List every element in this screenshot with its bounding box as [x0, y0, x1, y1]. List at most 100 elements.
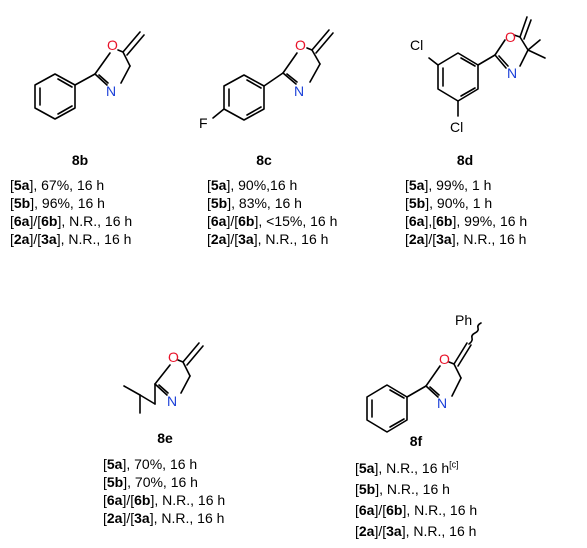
bracket-open: [ [405, 195, 409, 211]
catalyst-id: 3a [386, 523, 402, 539]
catalyst-id: 5b [13, 195, 31, 211]
separator: / [33, 213, 38, 229]
bracket-open: [ [10, 231, 14, 247]
catalyst-id: 3a [41, 231, 57, 247]
result-text: , 70%, 16 h [126, 456, 198, 472]
bracket-open: [ [432, 231, 437, 247]
bracket-close: ] [226, 177, 231, 193]
nitrogen-atom: N [507, 65, 517, 81]
bracket-open: [ [37, 231, 42, 247]
condition-line: [2a]/[3a], N.R., 16 h [103, 509, 225, 527]
result-text: , <15%, 16 h [258, 213, 338, 229]
bracket-open: [ [355, 523, 359, 539]
result-text: , N.R., 16 h [60, 231, 132, 247]
separator: / [33, 231, 38, 247]
bracket-open: [ [382, 502, 387, 518]
bracket-close: ] [57, 213, 62, 229]
nitrogen-atom: N [106, 83, 116, 99]
catalyst-id: 6a [106, 492, 123, 508]
bracket-open: [ [405, 231, 409, 247]
catalyst-id: 3a [134, 510, 150, 526]
catalyst-id: 5b [358, 481, 376, 497]
catalyst-id: 5a [106, 456, 123, 472]
bracket-close: ] [401, 523, 406, 539]
bracket-open: [ [130, 492, 135, 508]
oxygen-atom: O [107, 37, 118, 53]
separator: / [126, 492, 131, 508]
separator: / [428, 231, 433, 247]
bracket-open: [ [130, 510, 135, 526]
catalyst-id: 5a [408, 177, 425, 193]
bracket-open: [ [103, 510, 107, 526]
catalyst-id: 6a [408, 213, 425, 229]
compound-label-8b: 8b [71, 152, 89, 168]
condition-line: [5b], 83%, 16 h [207, 194, 337, 212]
oxygen-atom: O [295, 37, 306, 53]
separator: , [428, 213, 433, 229]
result-text: , N.R., 16 h [154, 492, 226, 508]
bracket-close: ] [374, 523, 379, 539]
phenyl-label: Ph [455, 312, 472, 328]
condition-line: [2a]/[3a], N.R., 16 h [10, 230, 132, 248]
catalyst-id: 5a [210, 177, 227, 193]
result-text: , N.R., 16 h [61, 213, 133, 229]
bracket-open: [ [382, 523, 387, 539]
condition-line: [2a]/[3a], N.R., 16 h [207, 230, 337, 248]
conditions-8c: [5a], 90%,16 h[5b], 83%, 16 h[6a]/[6b], … [207, 176, 337, 248]
separator: / [126, 510, 131, 526]
result-text: , 90%, 1 h [429, 195, 493, 211]
bracket-open: [ [10, 177, 14, 193]
result-text: , N.R., 16 h [406, 502, 478, 518]
catalyst-id: 6a [210, 213, 227, 229]
bracket-open: [ [234, 213, 239, 229]
bracket-close: ] [374, 460, 379, 476]
oxygen-atom: O [505, 29, 516, 45]
separator: / [378, 502, 383, 518]
bracket-open: [ [10, 195, 14, 211]
separator: / [230, 231, 235, 247]
bracket-open: [ [355, 481, 359, 497]
nitrogen-atom: N [294, 83, 304, 99]
bracket-close: ] [123, 474, 128, 490]
catalyst-id: 6b [238, 213, 255, 229]
separator: / [230, 213, 235, 229]
catalyst-id: 5a [13, 177, 30, 193]
condition-line: [6a],[6b], 99%, 16 h [405, 212, 527, 230]
catalyst-id: 2a [106, 510, 123, 526]
bracket-open: [ [405, 177, 409, 193]
catalyst-id: 3a [238, 231, 254, 247]
compound-label-8f: 8f [409, 433, 423, 449]
bracket-open: [ [37, 213, 42, 229]
result-text: , N.R., 16 h [378, 460, 450, 476]
condition-line: [5a], 90%,16 h [207, 176, 337, 194]
result-text: , 99%, 1 h [428, 177, 492, 193]
bracket-open: [ [355, 460, 359, 476]
condition-line: [5b], 70%, 16 h [103, 473, 225, 491]
result-text: , N.R., 16 h [455, 231, 527, 247]
bracket-open: [ [103, 456, 107, 472]
bracket-close: ] [402, 502, 407, 518]
condition-line: [5b], 90%, 1 h [405, 194, 527, 212]
oxygen-atom: O [168, 349, 179, 365]
result-text: , N.R., 16 h [153, 510, 225, 526]
bracket-close: ] [253, 231, 258, 247]
conditions-8e: [5a], 70%, 16 h[5b], 70%, 16 h[6a]/[6b],… [103, 455, 225, 527]
bracket-close: ] [150, 492, 155, 508]
catalyst-id: 5b [408, 195, 426, 211]
bracket-open: [ [103, 474, 107, 490]
condition-line: [5a], N.R., 16 h[c] [355, 458, 477, 479]
catalyst-id: 3a [436, 231, 452, 247]
nitrogen-atom: N [437, 395, 447, 411]
condition-line: [2a]/[3a], N.R., 16 h [405, 230, 527, 248]
compound-label-8d: 8d [456, 152, 474, 168]
catalyst-id: 2a [358, 523, 375, 539]
catalyst-id: 6b [134, 492, 151, 508]
condition-line: [5a], 70%, 16 h [103, 455, 225, 473]
bracket-open: [ [207, 231, 211, 247]
bracket-open: [ [405, 213, 409, 229]
bracket-open: [ [10, 213, 14, 229]
bracket-close: ] [227, 195, 232, 211]
footnote-mark: [c] [449, 459, 459, 470]
catalyst-id: 6b [436, 213, 453, 229]
